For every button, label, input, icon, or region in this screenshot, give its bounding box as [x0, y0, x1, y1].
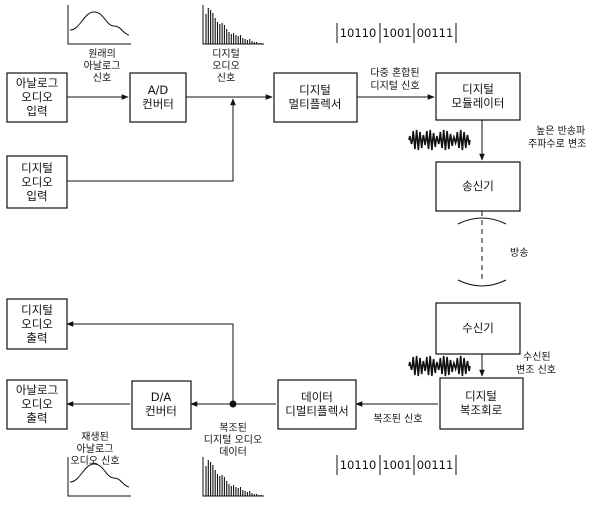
block-digital-modulator: 디지털 모듈레이터: [435, 72, 521, 121]
annotation-text: 변조 신호: [516, 364, 556, 376]
block-label: A/D: [148, 83, 169, 97]
annotation-text: 다중 혼합된: [370, 66, 419, 79]
block-label: D/A: [151, 390, 172, 404]
block-label: 디멀티플렉서: [285, 404, 348, 418]
bitstream-top: 10110 1001 00111: [336, 23, 457, 43]
block-label: 디지털: [21, 161, 53, 175]
block-digital-audio-output: 디지털 오디오 출력: [6, 298, 68, 350]
modulated-carrier-bottom-icon: [408, 355, 471, 377]
annotation-text: 높은 반송파: [536, 125, 585, 137]
block-label: 출력: [26, 411, 47, 425]
block-label: 모듈레이터: [452, 96, 505, 110]
label-multiplexed-signal: 다중 혼합된 디지털 신호: [370, 66, 419, 92]
arrow-to-digital-out: [66, 321, 234, 404]
block-ad-converter: A/D 컨버터: [129, 72, 187, 123]
block-label: 컨버터: [142, 97, 174, 111]
block-label: 송신기: [462, 179, 494, 193]
bitstream-bottom: 10110 1001 00111: [336, 455, 457, 475]
label-digital-audio-signal: 디지털 오디오 신호: [212, 48, 240, 84]
block-label: 입력: [26, 104, 47, 118]
sampled-signal-top-icon: [202, 5, 264, 45]
block-label: 오디오: [21, 317, 53, 331]
block-label: 입력: [26, 189, 47, 203]
block-digital-multiplexer: 디지털 멀티플렉서: [273, 72, 358, 123]
label-received-signal: 수신된 변조 신호: [516, 351, 556, 376]
block-transmitter: 송신기: [435, 161, 521, 212]
block-analog-audio-output: 아날로그 오디오 출력: [6, 379, 68, 430]
bit-group: 10110: [340, 458, 377, 472]
annotation-text: 수신된: [523, 351, 551, 363]
block-digital-demodulator: 디지털 복조회로: [439, 377, 524, 430]
block-label: 디지털: [462, 82, 494, 96]
annotation-text: 디지털: [212, 48, 240, 60]
label-broadcast: 방송: [510, 247, 528, 259]
rx-antenna-arc: [457, 279, 507, 287]
analog-waveform-bottom-icon: [67, 457, 131, 497]
bit-group: 1001: [382, 458, 411, 472]
label-original-analog-signal: 원래의 아날로그 신호: [84, 48, 121, 84]
block-da-converter: D/A 컨버터: [131, 380, 192, 430]
block-label: 디지털: [465, 389, 497, 403]
block-label: 멀티플렉서: [289, 97, 342, 111]
block-label: 오디오: [21, 175, 53, 189]
block-label: 복조회로: [460, 403, 502, 417]
annotation-text: 신호: [93, 72, 111, 84]
annotation-text: 주파수로 변조: [528, 138, 586, 150]
connectors: [66, 94, 485, 408]
annotation-text: 오디오: [212, 60, 240, 72]
block-analog-audio-input: 아날로그 오디오 입력: [6, 72, 68, 123]
annotation-text: 디지털 신호: [370, 80, 419, 92]
block-data-demultiplexer: 데이터 디멀티플렉서: [277, 379, 357, 430]
block-label: 컨버터: [145, 404, 177, 418]
annotation-text: 신호: [217, 72, 235, 84]
block-label: 수신기: [462, 321, 494, 335]
junction-dot: [229, 400, 237, 408]
bit-group: 00111: [417, 458, 454, 472]
annotation-text: 오디오 신호: [70, 455, 119, 467]
block-label: 오디오: [21, 397, 53, 411]
annotation-text: 아날로그: [84, 60, 121, 72]
block-label: 디지털: [299, 83, 331, 97]
bit-group: 10110: [340, 26, 377, 40]
annotation-text: 아날로그: [77, 443, 114, 455]
annotation-text: 원래의: [88, 48, 116, 60]
bit-group: 00111: [417, 26, 454, 40]
label-reproduced-analog-signal: 재생된 아날로그 오디오 신호: [70, 431, 119, 467]
block-label: 아날로그: [16, 76, 58, 90]
bit-group: 1001: [382, 26, 411, 40]
label-modulated-signal: 높은 반송파 주파수로 변조: [528, 125, 586, 150]
block-digital-audio-input: 디지털 오디오 입력: [6, 155, 68, 209]
annotation-text: 복조된: [219, 422, 247, 434]
annotation-text: 데이터: [219, 446, 247, 458]
sampled-signal-bottom-icon: [202, 457, 264, 497]
annotation-text: 재생된: [81, 431, 109, 443]
block-label: 오디오: [21, 90, 53, 104]
block-label: 아날로그: [16, 383, 58, 397]
block-label: 데이터: [301, 390, 333, 404]
label-demodulated-signal: 복조된 신호: [373, 413, 422, 425]
analog-waveform-top-icon: [67, 5, 131, 45]
modulated-carrier-top-icon: [408, 129, 471, 151]
annotation-text: 디지털 오디오: [204, 434, 262, 446]
block-label: 출력: [26, 331, 47, 345]
label-demodulated-data: 복조된 디지털 오디오 데이터: [204, 422, 262, 458]
arrow-digital-to-mux: [67, 98, 236, 182]
block-label: 디지털: [21, 303, 53, 317]
block-receiver: 수신기: [435, 302, 521, 355]
tx-antenna-arc: [457, 217, 507, 225]
